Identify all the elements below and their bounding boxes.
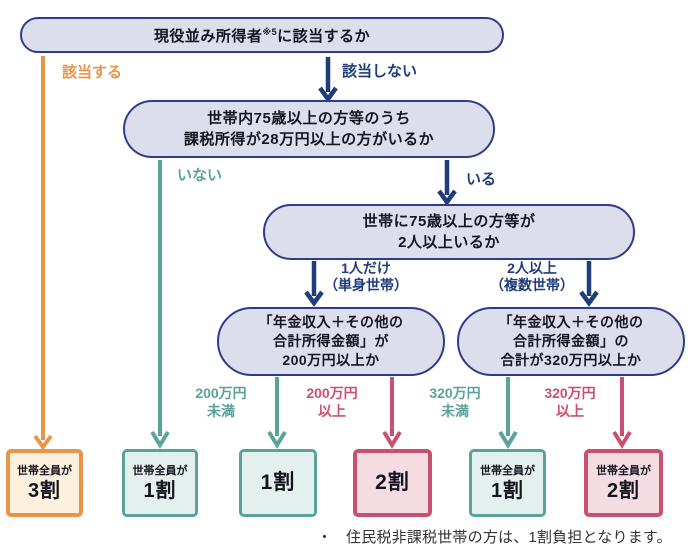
edge-label-one-person: 1人だけ （単身世帯） (324, 260, 408, 293)
question-line: 世帯に75歳以上の方等が (362, 213, 536, 230)
edge-label-exists: いる (466, 171, 497, 188)
question-line: 合計が320万円以上か (500, 352, 642, 368)
result-all-10-percent-multi: 世帯全員が 1割 (469, 449, 546, 517)
result-all-20-percent: 世帯全員が 2割 (584, 449, 663, 517)
footnote: ・ 住民税非課税世帯の方は、1割負担となります。 (317, 526, 672, 547)
result-all-30-percent: 世帯全員が 3割 (6, 449, 83, 517)
edge-label-under-320: 320万円 未満 (429, 385, 481, 419)
question-line: 「年金収入＋その他の (498, 314, 644, 330)
footnote-bullet: ・ (317, 529, 333, 546)
question-line: 課税所得が28万円以上の方がいるか (183, 131, 435, 148)
question-line: 「年金収入＋その他の (258, 314, 404, 330)
edge-label-applicable: 該当する (62, 64, 123, 81)
question-income-200: 「年金収入＋その他の 合計所得金額」が 200万円以上か (217, 307, 445, 376)
question-line: 世帯内75歳以上の方等のうち (207, 110, 411, 127)
footnote-marker: ※5 (262, 26, 278, 37)
edge-label-under-200: 200万円 未満 (195, 385, 247, 419)
edge-label-over-320: 320万円 以上 (544, 385, 596, 419)
connector-applicable (33, 56, 53, 451)
result-10-percent: 1割 (239, 449, 317, 517)
connector-over-320 (612, 377, 632, 449)
connector-exists (437, 160, 457, 206)
connector-not-applicable (318, 57, 338, 103)
connector-no-one (150, 160, 170, 449)
connector-over-200 (382, 377, 402, 449)
edge-label-no-one: いない (177, 167, 223, 184)
result-all-10-percent: 世帯全員が 1割 (122, 449, 198, 517)
connector-under-320 (498, 377, 518, 449)
footnote-text: 住民税非課税世帯の方は、1割負担となります。 (346, 529, 672, 546)
question-active-income: 現役並み所得者※5に該当するか (20, 17, 504, 53)
question-line: 合計所得金額」が (273, 333, 389, 349)
question-line: 2人以上いるか (398, 234, 500, 251)
edge-label-over-200: 200万円 以上 (306, 385, 358, 419)
edge-label-not-applicable: 該当しない (342, 63, 418, 80)
question-income-320: 「年金収入＋その他の 合計所得金額」の 合計が320万円以上か (457, 307, 685, 376)
question-active-income-text: 現役並み所得者 (153, 27, 263, 45)
question-taxable-income-28: 世帯内75歳以上の方等のうち 課税所得が28万円以上の方がいるか (123, 100, 495, 158)
question-line: 合計所得金額」の (513, 333, 629, 349)
edge-label-two-or-more: 2人以上 （複数世帯） (490, 260, 574, 293)
connector-under-200 (267, 377, 287, 449)
question-line: 200万円以上か (282, 352, 380, 368)
question-two-or-more-members: 世帯に75歳以上の方等が 2人以上いるか (263, 204, 635, 260)
result-20-percent: 2割 (353, 449, 432, 517)
